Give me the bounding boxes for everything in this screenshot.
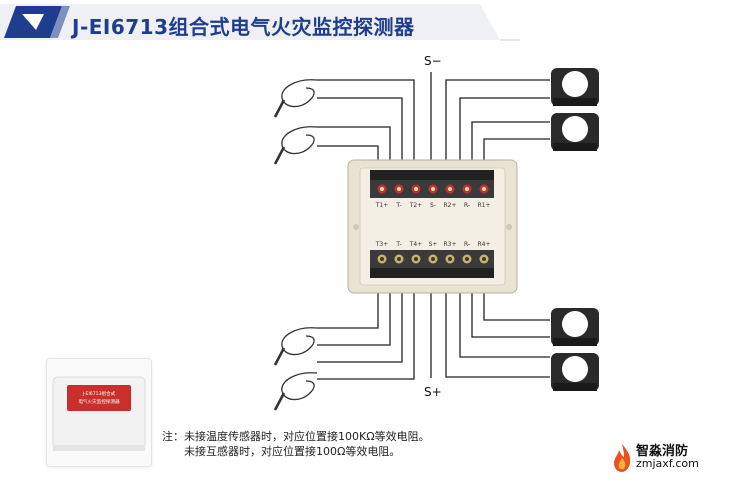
terminal-label-top: T1+ [375,202,389,209]
terminal-block-bottom [370,250,494,278]
product-photo: J-EI6713组合式 电气火灾监控探测器 [46,358,152,467]
product-label-line-1: J-EI6713组合式 [82,390,116,397]
terminal-label-top: S- [430,202,436,209]
watermark-logo: 智淼消防 zmjaxf.com [610,440,730,482]
product-label-line-2: 电气火灾监控探测器 [78,398,120,405]
note-line-1: 注：未接温度传感器时，对应位置接100KΩ等效电阻。 [162,430,430,443]
terminal-block-top [370,170,494,198]
header-background [0,4,520,41]
terminal-label-top: T- [395,202,401,209]
terminal-label-top: T2+ [409,202,423,209]
current-transformer-1 [551,68,599,106]
note-line-2: 未接互感器时，对应位置接100Ω等效电阻。 [162,445,401,458]
terminal-label-bottom: R4+ [477,241,490,248]
terminal-label-bottom: T3+ [375,241,389,248]
terminal-label-bottom: R- [464,241,470,248]
bus-label-s-plus: S+ [424,385,442,399]
current-transformer-4 [551,353,599,391]
terminal-label-top: R1+ [477,202,490,209]
terminal-label-bottom: T4+ [409,241,423,248]
terminal-label-top: R- [464,202,470,209]
watermark-url: zmjaxf.com [636,457,699,470]
temperature-probe-3 [273,327,318,366]
wiring-note: 注：未接温度传感器时，对应位置接100KΩ等效电阻。 未接互感器时，对应位置接1… [162,429,430,459]
temperature-probe-2 [273,126,318,165]
terminal-screws-top [377,184,489,194]
product-label-panel [67,385,131,411]
terminal-label-bottom: T- [395,241,401,248]
terminal-label-bottom: R3+ [443,241,456,248]
current-transformer-3 [551,308,599,346]
header-banner: J-EI6713组合式电气火灾监控探测器 [0,0,737,44]
terminal-label-bottom: S+ [429,241,438,248]
logo-mark-icon [22,14,44,30]
terminal-label-top: R2+ [443,202,456,209]
flame-icon [614,444,631,472]
product-photo-image: J-EI6713组合式 电气火灾监控探测器 [52,376,146,451]
watermark-name: 智淼消防 [636,444,689,459]
page-title: J-EI6713组合式电气火灾监控探测器 [72,15,415,39]
terminal-screws-bottom [377,254,489,264]
temperature-probe-1 [273,79,318,118]
current-transformer-2 [551,113,599,151]
temperature-probe-4 [273,372,318,411]
wires-upper-left [317,79,415,180]
bus-label-s-minus: S− [424,54,442,68]
